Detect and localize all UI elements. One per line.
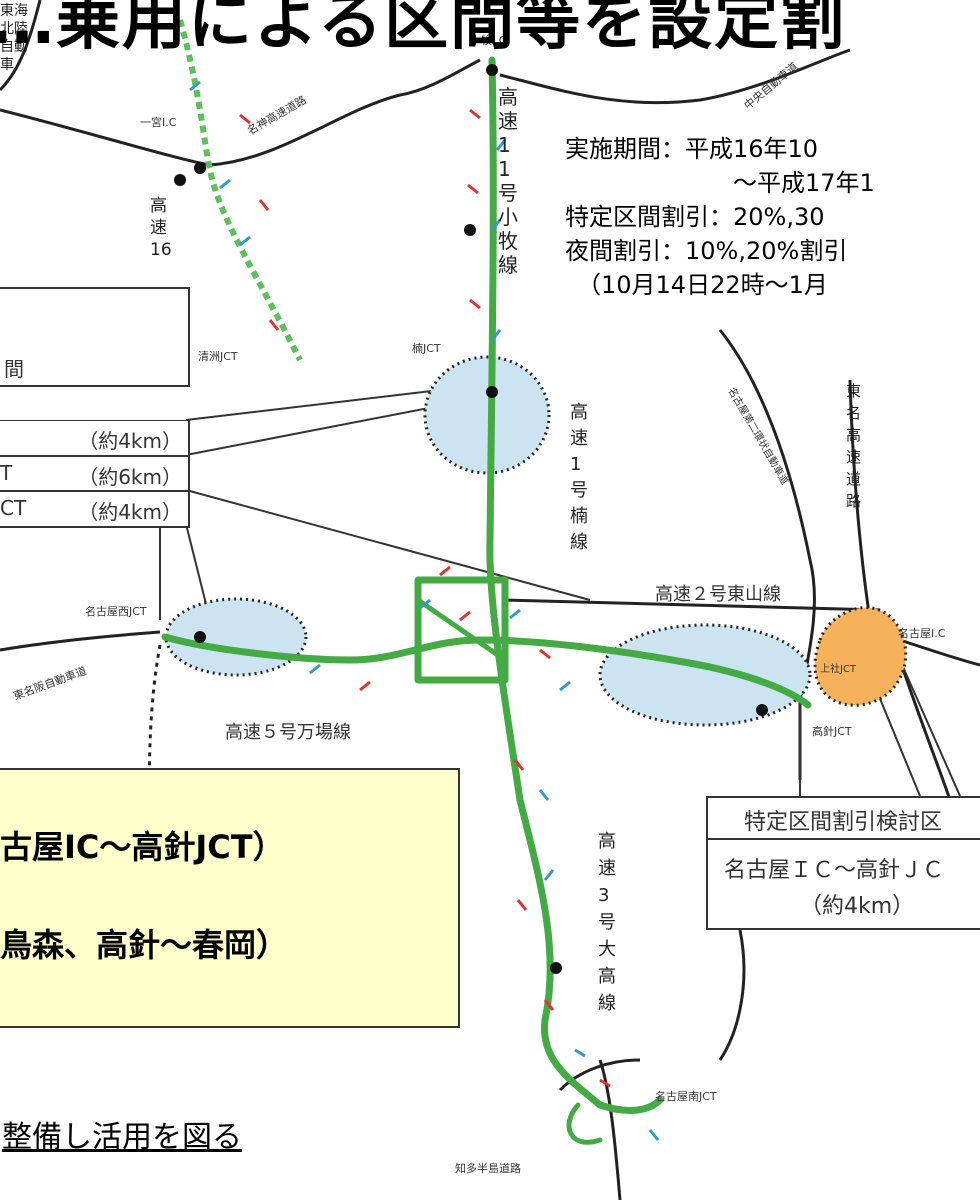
night-period-line: （10月14日22時〜1月 bbox=[577, 271, 828, 299]
pointer-3 bbox=[185, 489, 591, 601]
south-road bbox=[718, 929, 746, 1061]
nagoya-nishi-ellipse bbox=[164, 597, 308, 677]
footer-underlined-text: 整備し活用を図る bbox=[2, 1120, 242, 1155]
kusunoki-dot bbox=[486, 386, 498, 398]
right-table-header: 特定区間割引検討区 bbox=[706, 796, 980, 840]
interchange-diag bbox=[415, 597, 508, 663]
line16-label: 高速16 bbox=[150, 196, 172, 260]
line3-label: 高速3号大高線 bbox=[598, 831, 616, 1014]
pointer-1 bbox=[185, 389, 441, 421]
hokuriku-label: 東海北陸自動車 bbox=[0, 3, 28, 73]
row3-prefix: CT bbox=[0, 496, 27, 520]
nagoya-nishi-jct-label: 名古屋西JCT bbox=[85, 604, 147, 618]
kusunoki-ellipse bbox=[423, 355, 551, 475]
dot-ohdaka bbox=[550, 962, 562, 974]
tomei-han-label: 東名阪自動車道 bbox=[11, 663, 88, 702]
row2-value: （約6km） bbox=[78, 465, 182, 489]
second-ring-road bbox=[718, 329, 817, 780]
nagoya-minami-jct-label: 名古屋南JCT bbox=[655, 1089, 717, 1103]
row1-value: （約4km） bbox=[78, 429, 182, 453]
connector-road bbox=[504, 598, 881, 612]
higashiyama-label: 高速２号東山線 bbox=[655, 584, 781, 605]
south-ring-road bbox=[558, 1058, 641, 1092]
page-headline: …乗用による区間等を設定割 bbox=[0, 0, 847, 59]
meishin-road bbox=[0, 58, 481, 167]
chuo-label: 中央自動車道 bbox=[741, 59, 801, 112]
higashiyama-ellipse bbox=[598, 623, 812, 727]
discount-note: 古屋IC～高針JCT） 鳥森、高針～春岡） bbox=[0, 768, 460, 1028]
period-line-2: 〜平成17年1 bbox=[733, 169, 875, 197]
pointer-2 bbox=[185, 399, 471, 456]
right-table-header-text: 特定区間割引検討区 bbox=[744, 810, 943, 835]
pointer-8 bbox=[899, 659, 961, 797]
info-block: 実施期間：平成16年10 〜平成17年1 特定区間割引：20%,30 夜間割引：… bbox=[565, 132, 980, 302]
row3-value: （約4km） bbox=[78, 500, 182, 524]
left-table-row-1: （約4km） bbox=[0, 420, 190, 455]
east-road bbox=[899, 638, 980, 667]
tomei-han-road bbox=[0, 630, 161, 652]
dotted-road bbox=[147, 644, 162, 831]
chuo-road bbox=[499, 48, 851, 105]
tomei-road bbox=[848, 379, 872, 621]
dot-ichinomiya-2 bbox=[174, 174, 186, 186]
tomei-label: 東名高速道路 bbox=[846, 382, 862, 510]
nagoya-ic-label: 名古屋I.C bbox=[898, 626, 946, 640]
left-table-row-3: CT （約4km） bbox=[0, 490, 190, 528]
line1-label: 高速1号楠線 bbox=[570, 402, 588, 553]
kusunoki-jct-label: 楠JCT bbox=[412, 341, 441, 355]
meishin-label: 名神高速道路 bbox=[245, 92, 309, 137]
komaki-line-label: 高速11号小牧線 bbox=[498, 85, 518, 277]
right-table-line-1: 名古屋ＩＣ〜高針ＪＣ bbox=[724, 858, 945, 883]
route-16 bbox=[177, 19, 303, 362]
left-table-header: 間 bbox=[0, 287, 190, 387]
hokuriku-road bbox=[0, 0, 42, 92]
kamiyashiro-jct-area bbox=[813, 606, 908, 707]
route-loop-south bbox=[566, 1102, 603, 1145]
chita-road bbox=[598, 1059, 622, 1200]
left-table-row-2: T （約6km） bbox=[0, 455, 190, 491]
manba-label: 高速５号万場線 bbox=[225, 722, 351, 743]
night-discount-line: 夜間割引：10%,20%割引 bbox=[565, 237, 848, 265]
left-table-header-text: 間 bbox=[4, 357, 24, 381]
kamiyashiro-jct-label: 上社JCT bbox=[820, 662, 857, 675]
dot-2 bbox=[464, 224, 476, 236]
komaki-ic-label: 小牧I.C bbox=[470, 33, 507, 47]
second-ring-label: 名古屋第二環状自動車道 bbox=[725, 385, 791, 487]
section-discount-line: 特定区間割引：20%,30 bbox=[565, 203, 825, 231]
route-11-1-3 bbox=[486, 56, 604, 1109]
ichinomiya-ic-label: 一宮I.C bbox=[140, 115, 177, 129]
interchange-loop bbox=[414, 576, 509, 684]
right-table-body: 名古屋ＩＣ〜高針ＪＣ （約4km） bbox=[706, 838, 980, 930]
period-line-1: 実施期間：平成16年10 bbox=[565, 135, 819, 163]
chita-label: 知多半島道路 bbox=[455, 1161, 521, 1175]
row2-prefix: T bbox=[0, 461, 13, 485]
note-line-2: 鳥森、高針～春岡） bbox=[0, 926, 289, 964]
nagoya-nishi-dot bbox=[194, 631, 206, 643]
ichinomiya-dot bbox=[194, 162, 206, 174]
right-table-line-2: （約4km） bbox=[800, 894, 915, 919]
komaki-dot bbox=[486, 64, 498, 76]
note-line-1: 古屋IC～高針JCT） bbox=[0, 828, 285, 866]
takabari-jct-label: 高針JCT bbox=[812, 724, 852, 738]
takabari-dot bbox=[756, 704, 768, 716]
route-south bbox=[596, 1096, 664, 1114]
kiyosu-jct-label: 清洲JCT bbox=[198, 350, 238, 363]
east-road-2 bbox=[898, 659, 952, 801]
